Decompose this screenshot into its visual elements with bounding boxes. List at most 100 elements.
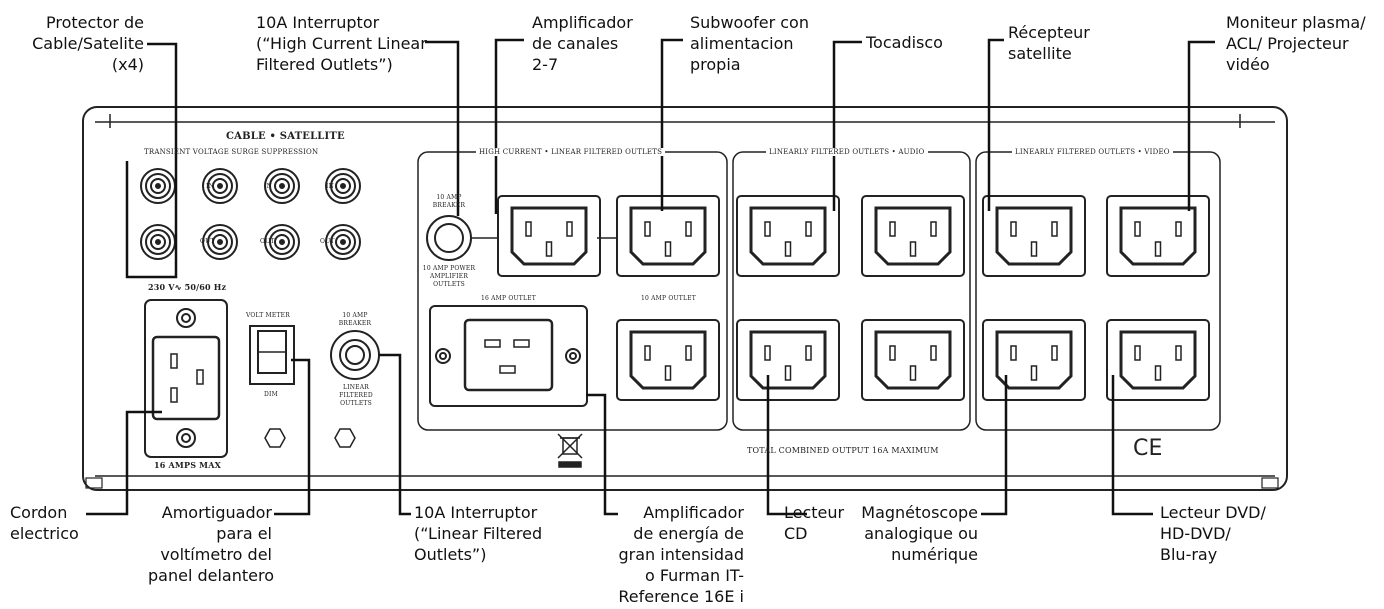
callout-amp-channels: Amplificador de canales 2-7 <box>532 12 633 75</box>
callout-line: Lecteur <box>784 503 845 522</box>
callout-line: Filtered Outlets”) <box>256 55 393 74</box>
coax-connector <box>140 168 176 204</box>
callout-line: Outlets”) <box>414 545 487 564</box>
callout-line: Magnétoscope <box>861 503 978 522</box>
coax-connector <box>325 224 361 260</box>
group-video-label: LINEARLY FILTERED OUTLETS • VIDEO <box>1012 148 1173 156</box>
callout-line: de energía de <box>633 524 744 543</box>
callout-line: Amortiguador <box>161 503 272 522</box>
iec-outlet <box>736 195 840 277</box>
callout-line: 10A Interruptor <box>256 13 380 32</box>
callout-line: Subwoofer con <box>690 13 809 32</box>
coax-connector <box>325 168 361 204</box>
callout-line: Tocadisco <box>866 33 943 52</box>
callout-line: ACL/ Projecteur <box>1226 34 1349 53</box>
iec-outlet <box>1106 195 1210 277</box>
callout-line: satellite <box>1008 44 1072 63</box>
callout-line: Amplificador <box>643 503 744 522</box>
iec-outlet <box>616 319 720 401</box>
callout-line: vidéo <box>1226 55 1270 74</box>
amps-max-label: 16 AMPS MAX <box>154 460 222 470</box>
callout-line: 2-7 <box>532 55 559 74</box>
callout-line: propia <box>690 55 741 74</box>
coax-connectors <box>140 168 361 260</box>
callout-line: gran intensidad <box>618 545 744 564</box>
dim-label: DIM <box>264 391 278 398</box>
iec-outlet <box>861 319 965 401</box>
coax-in-label: IN <box>206 183 215 190</box>
callout-line: Amplificador <box>532 13 633 32</box>
callout-line: (“High Current Linear <box>256 34 427 53</box>
callout-line: electrico <box>10 524 79 543</box>
high-current-breaker <box>426 215 472 261</box>
iec-outlet <box>861 195 965 277</box>
coax-connector <box>140 224 176 260</box>
callout-line: panel delantero <box>148 566 274 585</box>
callout-line: Cordon <box>10 503 68 522</box>
iec-outlets <box>497 195 1210 401</box>
callout-line: numérique <box>891 545 978 564</box>
linear-breaker <box>330 330 380 380</box>
tvss-label: TRANSIENT VOLTAGE SURGE SUPPRESSION <box>144 148 319 156</box>
callout-lecteur-dvd: Lecteur DVD/HD-DVD/Blu-ray <box>1160 502 1266 565</box>
coax-connector <box>264 224 300 260</box>
cable-satellite-label: CABLE • SATELLITE <box>226 131 345 142</box>
volt-meter-switch <box>249 325 295 385</box>
callout-line: Cable/Satelite <box>32 34 144 53</box>
total-output-label: TOTAL COMBINED OUTPUT 16A MAXIMUM <box>747 446 939 455</box>
group-audio-label: LINEARLY FILTERED OUTLETS • AUDIO <box>766 148 928 156</box>
callout-line: (“Linear Filtered <box>414 524 543 543</box>
callout-line: de canales <box>532 34 619 53</box>
callout-line: analogique ou <box>864 524 978 543</box>
coax-in-label-3: IN <box>326 183 335 190</box>
coax-out-label: OUT <box>200 238 215 245</box>
callout-line: Blu-ray <box>1160 545 1218 564</box>
callout-amp-energy: Amplificador de energía de gran intensidad… <box>608 502 744 607</box>
callout-line: Récepteur <box>1008 23 1090 42</box>
linear-breaker-label: 10 AMP BREAKER <box>338 312 372 327</box>
coax-connector <box>264 168 300 204</box>
high-breaker-label: 10 AMP BREAKER <box>432 194 466 209</box>
voltage-label: 230 V∿ 50/60 Hz <box>148 282 227 292</box>
chassis-outline <box>82 106 1288 491</box>
linear-filtered-label: LINEAR FILTERED OUTLETS <box>339 384 373 407</box>
power-inlet <box>144 299 228 458</box>
weee-bin-icon <box>557 433 583 468</box>
callout-line: Moniteur plasma/ <box>1226 13 1366 32</box>
callout-tocadisco: Tocadisco <box>866 32 943 53</box>
outlet-16a-label: 16 AMP OUTLET <box>481 295 536 302</box>
callout-line: HD-DVD/ <box>1160 524 1231 543</box>
coax-out-label-3: OUT <box>320 238 335 245</box>
iec-outlet <box>497 195 601 277</box>
iec-outlet <box>1106 319 1210 401</box>
callout-cordon: Cordon electrico <box>10 502 79 544</box>
callout-line: 10A Interruptor <box>414 503 538 522</box>
ce-mark: CE <box>1133 436 1163 461</box>
callout-recepteur: Récepteur satellite <box>1008 22 1090 64</box>
callout-line: CD <box>784 524 808 543</box>
group-high-current-label: HIGH CURRENT • LINEAR FILTERED OUTLETS <box>476 148 666 156</box>
coax-in-label-2: IN <box>264 183 273 190</box>
callout-line: o Furman IT- <box>644 566 744 585</box>
callout-magnetoscope: Magnétoscope analogique ou numérique <box>858 502 978 565</box>
callout-line: para el <box>216 524 272 543</box>
outlet-16a <box>429 305 588 407</box>
coax-out-label-2: OUT <box>260 238 275 245</box>
callout-line: (x4) <box>111 55 144 74</box>
callout-line: Reference 16E i <box>618 587 744 606</box>
iec-outlet <box>616 195 720 277</box>
coax-connector <box>202 168 238 204</box>
outlet-10a-label: 10 AMP OUTLET <box>641 295 696 302</box>
iec-outlet <box>982 319 1086 401</box>
callout-moniteur: Moniteur plasma/ACL/ Projecteur vidéo <box>1226 12 1366 75</box>
power-amp-outlets-label: 10 AMP POWER AMPLIFIER OUTLETS <box>422 265 476 288</box>
callout-line: Lecteur DVD/ <box>1160 503 1266 522</box>
coax-connector <box>202 224 238 260</box>
